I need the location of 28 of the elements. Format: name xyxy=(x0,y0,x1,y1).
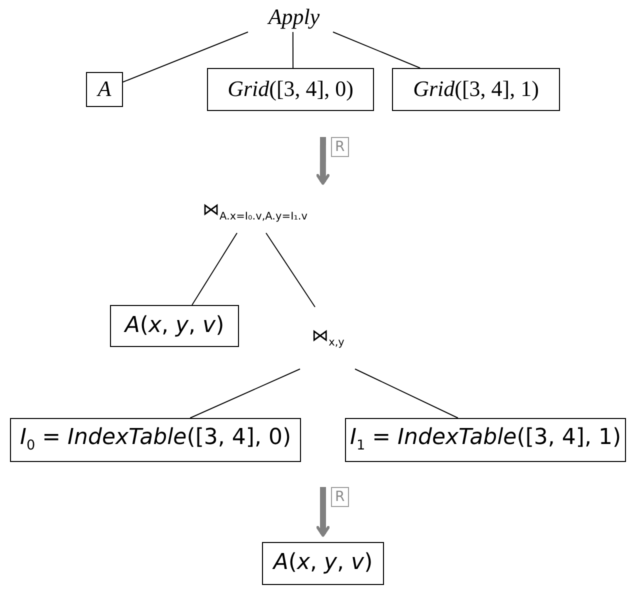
term-box xyxy=(262,542,384,585)
node-text: A(x, y, v) xyxy=(273,551,373,576)
node-text: Grid([3, 4], 0) xyxy=(228,77,354,102)
term-box xyxy=(345,418,626,462)
term-box xyxy=(392,68,560,111)
node-text: I$_{1}$ = IndexTable([3, 4], 1) xyxy=(350,426,622,454)
tree-edge xyxy=(122,32,248,82)
tree-edge xyxy=(266,232,316,308)
edge-label: R xyxy=(331,487,349,507)
node-text: A xyxy=(98,77,112,102)
rewrite-arrow xyxy=(316,487,330,537)
node-text: A(x, y, v) xyxy=(124,314,224,338)
edge-label: R xyxy=(331,137,349,157)
node-text: ⋈$_{x,y}$ xyxy=(312,327,344,349)
tree-edge xyxy=(190,368,300,418)
node-text: ⋈$_{A.x=I₀.v,A.y=I₁.v}$ xyxy=(202,200,308,222)
tree-edge xyxy=(292,32,294,68)
rewrite-arrow xyxy=(316,136,330,185)
tree-edge xyxy=(354,368,458,418)
term-box xyxy=(10,418,301,462)
term-box xyxy=(110,305,239,347)
tree-edge xyxy=(332,32,421,68)
tree-edge xyxy=(192,232,238,306)
node-text: I$_{0}$ = IndexTable([3, 4], 0) xyxy=(20,426,292,454)
term-box xyxy=(207,68,374,111)
node-text: Apply xyxy=(268,4,320,30)
node-text: Grid([3, 4], 1) xyxy=(413,77,539,102)
term-box xyxy=(86,72,123,107)
